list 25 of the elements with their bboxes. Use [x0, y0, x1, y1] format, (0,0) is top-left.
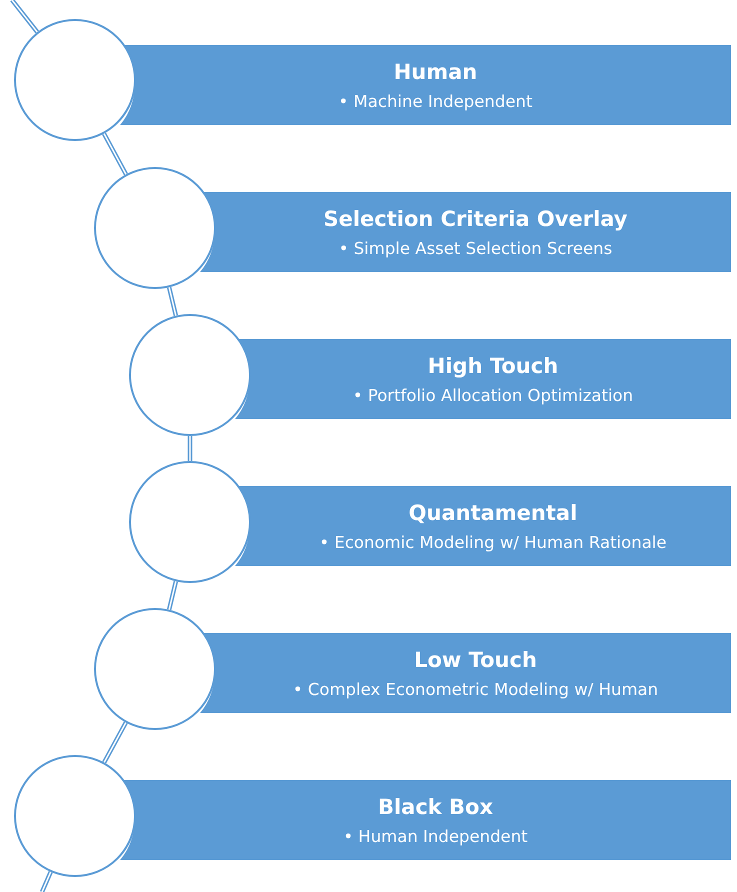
connector-line — [188, 436, 192, 461]
band-heading: Low Touch — [414, 648, 537, 672]
bullet-text: • Complex Econometric Modeling w/ Human — [292, 680, 658, 698]
bullet-text: • Economic Modeling w/ Human Rationale — [319, 532, 667, 552]
band-heading: High Touch — [428, 354, 558, 378]
connector-line — [166, 580, 178, 610]
list-band — [235, 486, 731, 566]
band-heading: Selection Criteria Overlay — [323, 206, 628, 230]
bullet-text: • Human Independent — [343, 826, 528, 846]
bullet-text: • Portfolio Allocation Optimization — [352, 386, 634, 404]
bullet-text: • Machine Independent — [338, 92, 532, 110]
band-heading: Human — [394, 60, 478, 84]
connector-line — [40, 871, 53, 892]
list-band — [235, 339, 731, 419]
connector-line — [10, 0, 40, 34]
list-band — [120, 780, 731, 860]
band-heading: Black Box — [378, 794, 494, 818]
band-heading: Quantamental — [408, 500, 578, 524]
connector-line — [102, 722, 128, 764]
connector-line — [102, 132, 128, 176]
list-band — [200, 633, 731, 713]
list-band — [200, 192, 731, 272]
connector-line — [166, 286, 178, 316]
bullet-text: • Simple Asset Selection Screens — [338, 238, 612, 258]
list-band — [120, 45, 731, 125]
